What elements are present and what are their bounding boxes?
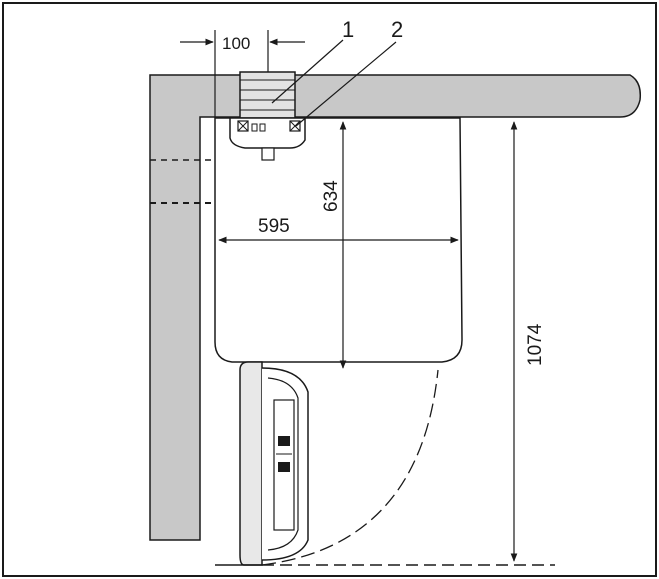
- dimension-634: 634: [321, 121, 347, 369]
- dimension-100-label: 100: [222, 34, 250, 53]
- dimension-1074-label: 1074: [525, 323, 546, 366]
- wall-niche: [149, 74, 642, 541]
- callout-2: 2: [295, 17, 403, 127]
- flue-connector: [229, 71, 306, 161]
- dimension-100: 100: [180, 30, 305, 118]
- callout-1-label: 1: [342, 17, 354, 42]
- appliance-door: [215, 361, 439, 566]
- dimension-1074: 1074: [510, 121, 546, 562]
- callout-1: 1: [271, 17, 354, 104]
- callout-2-label: 2: [391, 17, 403, 42]
- dimension-595-label: 595: [258, 216, 290, 237]
- dimension-595: 595: [218, 216, 459, 244]
- dimension-634-label: 634: [321, 180, 342, 212]
